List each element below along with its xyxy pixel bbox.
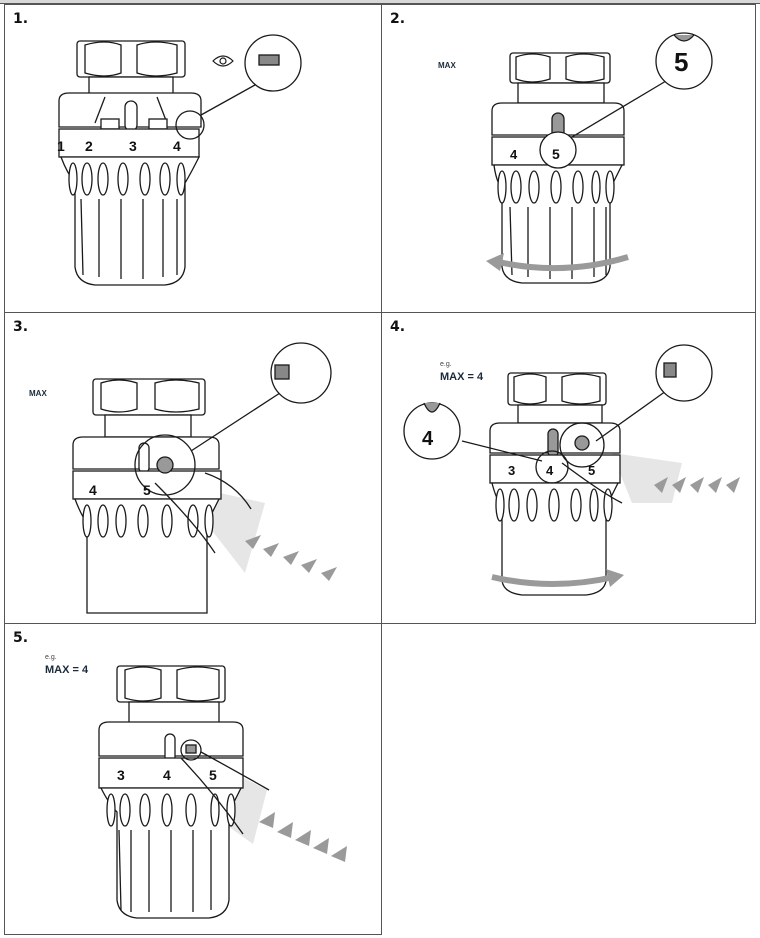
dial-label: 4 (546, 463, 554, 478)
dial-label: 1 (57, 138, 65, 154)
thermostat-drawing: 1 2 3 4 (57, 34, 302, 286)
dial-label: 4 (173, 138, 181, 154)
top-bar (0, 0, 760, 4)
dial-label: 5 (209, 767, 217, 783)
dial-label: 4 (89, 482, 97, 498)
step-1-panel: 1. (4, 4, 382, 313)
eg-label: e.g. (440, 361, 452, 368)
eg-label: e.g. (45, 654, 57, 661)
step-number: 4. (390, 319, 406, 335)
dial-label: 3 (117, 767, 125, 783)
thermostat-drawing: 4 3 4 5 (403, 344, 740, 596)
airflow-arrows-icon (245, 535, 337, 581)
step-3-panel: 3. MAX 4 5 (4, 312, 382, 624)
step-4-panel: 4. e.g. MAX = 4 (381, 312, 756, 624)
dial-label: 4 (163, 767, 171, 783)
thermostat-drawing: 3 4 5 (98, 665, 347, 919)
dial-label: 5 (588, 463, 595, 478)
rotate-right-arrow-icon (491, 574, 615, 587)
dial-label: 3 (508, 463, 515, 478)
step-2-panel: 2. MAX (381, 4, 756, 313)
step-number: 1. (13, 11, 29, 27)
max-label: MAX (438, 61, 456, 70)
callout-number: 4 (422, 428, 434, 450)
step-number: 2. (390, 11, 406, 27)
dial-label: 4 (510, 147, 518, 162)
dial-label: 5 (552, 146, 560, 162)
thermostat-drawing: 4 5 (72, 342, 337, 614)
dial-label: 5 (143, 482, 151, 498)
step-5-panel: 5. e.g. MAX = 4 (4, 623, 382, 935)
step-number: 3. (13, 319, 29, 335)
eye-icon (212, 55, 234, 67)
callout-number: 5 (674, 47, 688, 77)
max-label: MAX = 4 (45, 664, 89, 676)
step-number: 5. (13, 630, 29, 646)
airflow-arrows-icon (259, 812, 347, 862)
dial-label: 3 (129, 138, 137, 154)
dial-label: 2 (85, 138, 93, 154)
max-label: MAX (29, 389, 47, 398)
rotate-left-arrow-icon (493, 254, 629, 272)
airflow-arrows-icon (654, 477, 740, 493)
thermostat-drawing: 4 5 5 (486, 32, 713, 284)
max-label: MAX = 4 (440, 371, 484, 383)
